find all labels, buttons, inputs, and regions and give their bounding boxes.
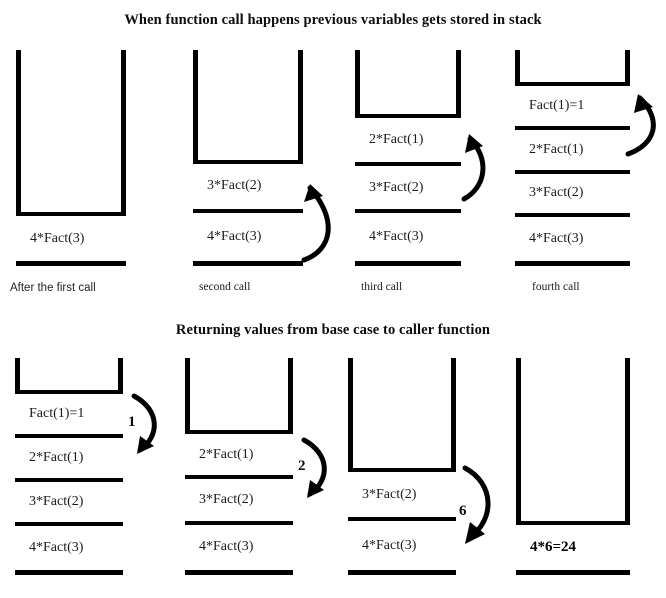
stack-cell: Fact(1)=1 — [515, 86, 630, 130]
page-title-bottom: Returning values from base case to calle… — [175, 322, 491, 338]
stack-cell: 4*Fact(3) — [16, 216, 126, 261]
stack-cell-result: 4*6=24 — [516, 525, 630, 570]
stack-caption: second call — [199, 281, 251, 293]
stack-second-call: 3*Fact(2) 4*Fact(3) — [193, 50, 303, 266]
stack-cell: 3*Fact(2) — [355, 165, 461, 214]
return-value-label: 2 — [298, 458, 306, 474]
stack-cells: 4*6=24 — [516, 521, 630, 575]
stack-cell: 3*Fact(2) — [193, 164, 303, 213]
stack-cell: Fact(1)=1 — [15, 394, 123, 438]
stack-return-2: 2*Fact(1) 3*Fact(2) 4*Fact(3) — [185, 358, 293, 575]
page-title-top: When function call happens previous vari… — [124, 12, 542, 28]
return-value-label: 1 — [128, 414, 136, 430]
stack-cells: 3*Fact(2) 4*Fact(3) — [348, 468, 456, 575]
stack-cells: 2*Fact(1) 3*Fact(2) 4*Fact(3) — [355, 114, 461, 266]
stack-cell: 3*Fact(2) — [15, 482, 123, 526]
stack-cells: 3*Fact(2) 4*Fact(3) — [193, 160, 303, 266]
stack-cells: 4*Fact(3) — [16, 212, 126, 266]
call-arrow-up — [624, 86, 666, 162]
stack-cell: 3*Fact(2) — [515, 173, 630, 218]
stack-cell: 4*Fact(3) — [355, 213, 461, 261]
stack-cell: 2*Fact(1) — [515, 129, 630, 174]
stack-after-first-call: 4*Fact(3) — [16, 50, 126, 266]
stack-cell: 4*Fact(3) — [348, 521, 456, 570]
stack-final-result: 4*6=24 — [516, 358, 630, 575]
stack-cell: 2*Fact(1) — [185, 434, 293, 480]
stack-cell: 4*Fact(3) — [185, 524, 293, 570]
stack-caption: third call — [361, 281, 403, 293]
stack-return-3: 3*Fact(2) 4*Fact(3) — [348, 358, 456, 575]
stack-cell: 2*Fact(1) — [355, 118, 461, 166]
stack-cells: Fact(1)=1 2*Fact(1) 3*Fact(2) 4*Fact(3) — [15, 390, 123, 575]
stack-cell: 3*Fact(2) — [185, 479, 293, 525]
stack-cell: 4*Fact(3) — [515, 217, 630, 261]
stack-fourth-call: Fact(1)=1 2*Fact(1) 3*Fact(2) 4*Fact(3) — [515, 50, 630, 266]
stack-cells: Fact(1)=1 2*Fact(1) 3*Fact(2) 4*Fact(3) — [515, 82, 630, 266]
stack-cell: 2*Fact(1) — [15, 438, 123, 482]
stack-caption: fourth call — [532, 281, 580, 293]
stack-return-1: Fact(1)=1 2*Fact(1) 3*Fact(2) 4*Fact(3) — [15, 358, 123, 575]
stack-third-call: 2*Fact(1) 3*Fact(2) 4*Fact(3) — [355, 50, 461, 266]
call-arrow-up — [456, 125, 502, 203]
return-value-label: 6 — [459, 503, 467, 519]
stack-cell: 4*Fact(3) — [193, 212, 303, 261]
stack-caption: After the first call — [10, 282, 96, 294]
stack-cell: 3*Fact(2) — [348, 472, 456, 521]
stack-cells: 2*Fact(1) 3*Fact(2) 4*Fact(3) — [185, 430, 293, 575]
stack-cell: 4*Fact(3) — [15, 526, 123, 570]
